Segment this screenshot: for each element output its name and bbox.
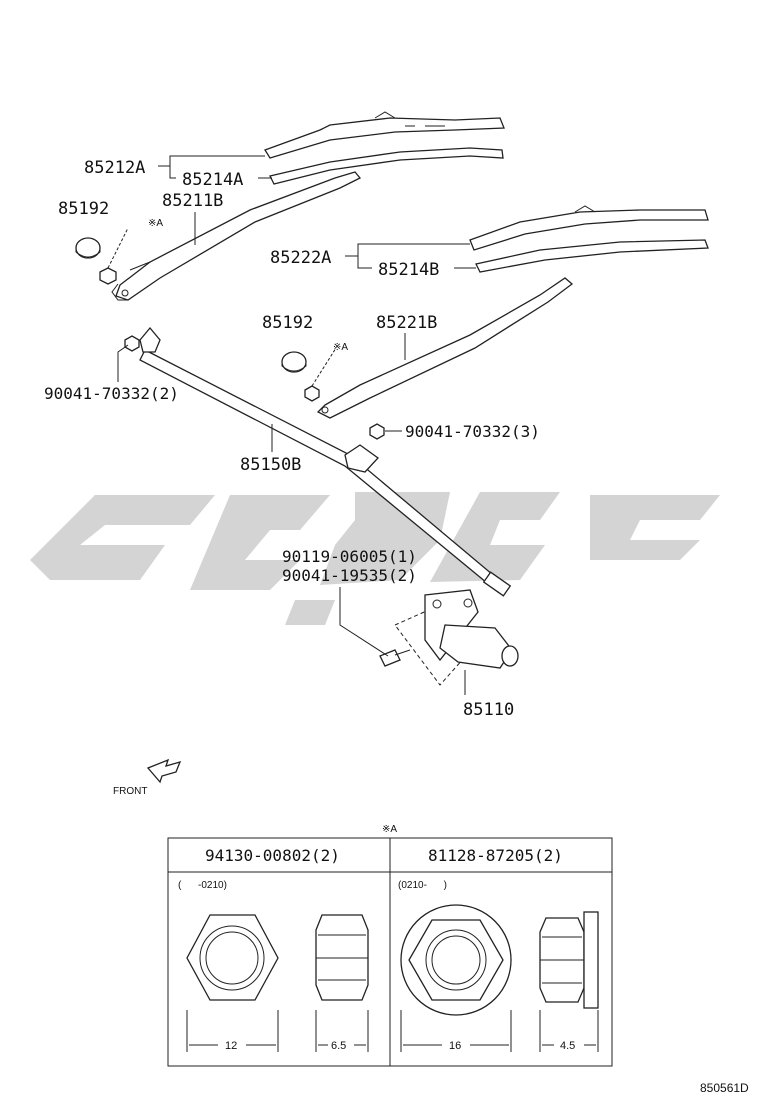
arm-rh (316, 277, 574, 419)
rubber-lh (269, 147, 504, 185)
nut-16-front-icon (400, 904, 512, 1016)
label-rubber-lh: 85214A (182, 170, 243, 190)
nut-12-side-icon (315, 914, 369, 1001)
dim-col2-b: 4.5 (560, 1040, 575, 1052)
link-nut-lh (124, 335, 140, 352)
label-nut-lh: 90041-70332(2) (44, 384, 179, 403)
cap-lh (75, 237, 101, 259)
motor-bolt (379, 649, 411, 667)
leader-lines (117, 155, 476, 695)
label-motor: 85110 (463, 700, 514, 720)
table-col2-part: 81128-87205(2) (428, 846, 563, 865)
dim-col2-a: 16 (449, 1040, 461, 1052)
label-cap-lh: 85192 (58, 199, 109, 219)
label-rubber-rh: 85214B (378, 260, 439, 280)
label-ref-a-lh: ※A (148, 218, 163, 229)
nut-16-side-icon (539, 911, 599, 1009)
arm-lh (111, 171, 362, 301)
label-link: 85150B (240, 455, 301, 475)
blade-lh (264, 111, 505, 159)
label-blade-rh: 85222A (270, 248, 331, 268)
table-col2-range: (0210- ) (398, 880, 447, 891)
label-arm-rh: 85221B (376, 313, 437, 333)
table-col1-range: ( -0210) (178, 880, 227, 891)
label-arm-lh: 85211B (162, 191, 223, 211)
table-ref-mark: ※A (382, 824, 397, 835)
front-arrow-icon (146, 758, 182, 784)
rubber-rh (475, 239, 709, 273)
label-front: FRONT (113, 786, 147, 797)
cap-rh (281, 351, 307, 373)
wiper-motor (394, 589, 519, 686)
table-col1-part: 94130-00802(2) (205, 846, 340, 865)
link-nut-rh (369, 423, 385, 440)
label-bolt-2: 90041-19535(2) (282, 566, 417, 585)
nut-lh-small (99, 227, 129, 285)
nut-rh-small (304, 347, 337, 402)
label-nut-rh: 90041-70332(3) (405, 422, 540, 441)
wiper-link (139, 326, 512, 597)
label-bolt-1: 90119-06005(1) (282, 547, 417, 566)
label-ref-a-rh: ※A (333, 342, 348, 353)
detail-table: ※A 94130-00802(2) 81128-87205(2) ( -0210… (167, 824, 613, 1067)
label-blade-lh: 85212A (84, 158, 145, 178)
blade-rh (469, 205, 709, 251)
label-cap-rh: 85192 (262, 313, 313, 333)
dim-col1-a: 12 (225, 1040, 237, 1052)
diagram-id: 850561D (700, 1081, 749, 1095)
nut-12-front-icon (186, 914, 279, 1001)
dim-col1-b: 6.5 (331, 1040, 346, 1052)
dimension-lines (186, 1010, 599, 1052)
